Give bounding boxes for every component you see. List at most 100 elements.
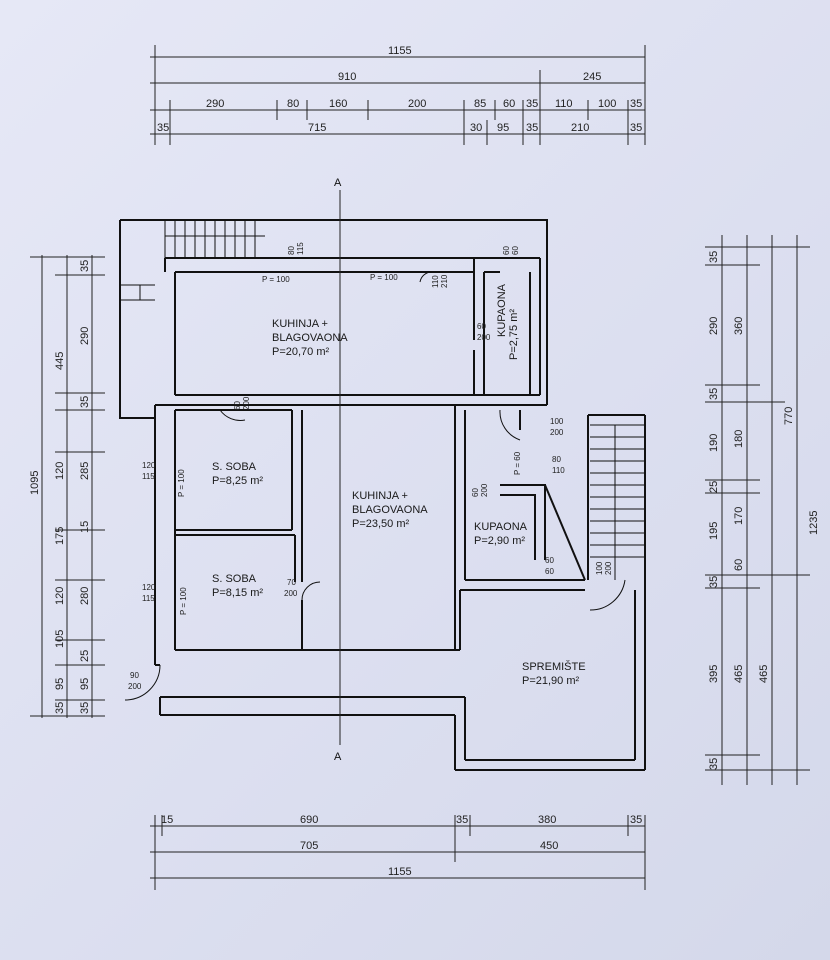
top-dim-245: 245	[583, 71, 601, 83]
room-4-name1: KUHINJA +	[352, 490, 408, 502]
opening-13b: 200	[128, 682, 142, 691]
left-dim-mid-2: 175	[54, 527, 66, 545]
bottom-dim-overall: 1155	[388, 866, 412, 878]
opening-11b: 115	[142, 594, 155, 603]
right-dim-770: 770	[783, 407, 795, 425]
room-1-name: KUPAONA	[496, 283, 508, 337]
room-3-name: S. SOBA	[212, 573, 257, 585]
right-dim-inner2-5: 195	[708, 522, 720, 540]
opening-12a: 70	[287, 578, 296, 587]
opening-8b: 200	[480, 483, 489, 497]
room-0-name1: KUHINJA +	[272, 318, 328, 330]
top-dim-row3-3: 200	[408, 98, 426, 110]
bottom-dim-row2-0: 705	[300, 840, 318, 852]
right-dim-inner2-1: 290	[708, 317, 720, 335]
top-dim-row4-5: 210	[571, 122, 589, 134]
right-dim-inner1-3: 60	[733, 559, 745, 571]
right-dim-inner1-1: 180	[733, 430, 745, 448]
opening-3a: 60	[502, 246, 511, 255]
top-dim-row4-2: 30	[470, 122, 482, 134]
room-1-area: P=2,75 m²	[508, 309, 520, 360]
room-2-area: P=8,25 m²	[212, 475, 263, 487]
top-dim-row3-9: 35	[630, 98, 642, 110]
top-dim-row3-2: 160	[329, 98, 347, 110]
opening-11a: 120	[142, 583, 156, 592]
top-dim-row3-5: 60	[503, 98, 515, 110]
room-3-area: P=8,15 m²	[212, 587, 263, 599]
right-dim-inner1-2: 170	[733, 507, 745, 525]
opening-7b: 110	[552, 466, 565, 475]
top-dim-row3-6: 35	[526, 98, 538, 110]
room-0-area: P=20,70 m²	[272, 346, 330, 358]
opening-4a: 60	[477, 322, 486, 331]
left-dim-inner-4: 15	[79, 521, 91, 533]
room-6-area: P=21,90 m²	[522, 675, 580, 687]
right-dim-inner1-0: 360	[733, 317, 745, 335]
left-dim-inner-7: 95	[79, 678, 91, 690]
opening-12b: 200	[284, 589, 298, 598]
opening-9a: 60	[545, 556, 554, 565]
window-label-1: P = 100	[262, 275, 290, 284]
opening-2a: 110	[431, 275, 440, 288]
opening-14a: 100	[595, 561, 604, 575]
left-dim-inner-1: 290	[79, 327, 91, 345]
room-4-name2: BLAGOVAONA	[352, 504, 428, 516]
opening-14b: 200	[604, 561, 613, 575]
left-dim-outer: 1095	[29, 471, 41, 495]
top-dim-row3-1: 80	[287, 98, 299, 110]
window-label-4: P = 100	[179, 587, 188, 615]
left-dim-mid-5: 95	[54, 678, 66, 690]
top-dim-row3-4: 85	[474, 98, 486, 110]
section-marker-top: A	[334, 177, 342, 189]
top-dim-row4-3: 95	[497, 122, 509, 134]
left-dim-mid-0: 445	[54, 352, 66, 370]
room-6-name: SPREMIŠTE	[522, 660, 586, 673]
right-dim-inner2-0: 35	[708, 251, 720, 263]
window-label-2: P = 100	[370, 273, 398, 282]
left-dim-mid-6: 35	[54, 702, 66, 714]
top-dim-row3-7: 110	[555, 98, 573, 110]
opening-4b: 200	[477, 333, 491, 342]
right-dim-inner2-3: 190	[708, 434, 720, 452]
right-dim-inner2-4: 25	[708, 481, 720, 493]
top-dim-row4-0: 35	[157, 122, 169, 134]
bottom-dim-row1-4: 35	[630, 814, 642, 826]
left-dim-inner-3: 285	[79, 462, 91, 480]
right-dim-inner2-7: 395	[708, 665, 720, 683]
section-marker-bottom: A	[334, 751, 342, 763]
opening-6b: 200	[550, 428, 564, 437]
opening-6a: 100	[550, 417, 564, 426]
room-5-name: KUPAONA	[474, 521, 528, 533]
top-dim-overall: 1155	[388, 45, 412, 57]
right-dim-inner2-2: 35	[708, 388, 720, 400]
opening-7a: 80	[552, 455, 561, 464]
bottom-dim-row1-3: 380	[538, 814, 556, 826]
opening-13a: 90	[130, 671, 139, 680]
room-0-name2: BLAGOVAONA	[272, 332, 348, 344]
opening-5b: 200	[242, 396, 251, 410]
opening-8a: 60	[471, 488, 480, 497]
left-dim-inner-5: 280	[79, 587, 91, 605]
window-label-5: P = 60	[513, 451, 522, 475]
left-dim-inner-2: 35	[79, 396, 91, 408]
left-dim-mid-1: 120	[54, 462, 66, 480]
top-dim-910: 910	[338, 71, 356, 83]
right-dim-inner2-8: 35	[708, 758, 720, 770]
right-dim-outer: 1235	[808, 511, 820, 535]
right-dim-465: 465	[758, 665, 770, 683]
left-dim-inner-6: 25	[79, 650, 91, 662]
bottom-dim-row2-1: 450	[540, 840, 558, 852]
left-dim-inner-0: 35	[79, 260, 91, 272]
right-dim-inner2-6: 35	[708, 576, 720, 588]
left-dim-inner-8: 35	[79, 702, 91, 714]
bottom-dim-row1-0: 15	[161, 814, 173, 826]
room-2-name: S. SOBA	[212, 461, 257, 473]
opening-9b: 60	[545, 567, 554, 576]
right-dim-inner1-465: 465	[733, 665, 745, 683]
opening-5a: 60	[233, 401, 242, 410]
top-dim-row4-1: 715	[308, 122, 326, 134]
opening-1a: 80	[287, 246, 296, 255]
room-5-area: P=2,90 m²	[474, 535, 525, 547]
